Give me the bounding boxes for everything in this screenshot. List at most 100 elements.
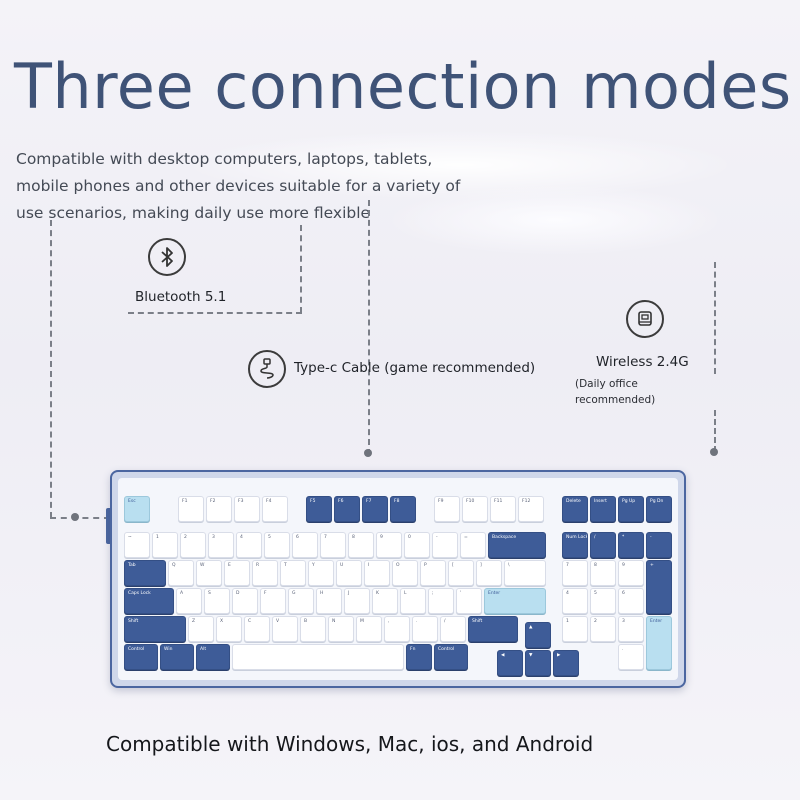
keycap: T [280, 560, 306, 586]
usb-receiver-icon [626, 300, 664, 338]
keycap: 6 [618, 588, 644, 614]
keycap: * [618, 532, 644, 558]
keycap: ~ [124, 532, 150, 558]
keycap: 1 [152, 532, 178, 558]
keycap: J [344, 588, 370, 614]
typec-label: Type-c Cable (game recommended) [294, 360, 536, 376]
keycap: Esc [124, 496, 150, 522]
keycap: Num Lock [562, 532, 588, 558]
keycap: Q [168, 560, 194, 586]
keycap: D [232, 588, 258, 614]
keycap: 7 [562, 560, 588, 586]
keycap: G [288, 588, 314, 614]
connector-dot [364, 449, 372, 457]
connector-line [50, 220, 52, 518]
keycap: = [460, 532, 486, 558]
keycap: - [646, 532, 672, 558]
keycap: \ [504, 560, 546, 586]
keycap: O [392, 560, 418, 586]
description-line: use scenarios, making daily use more fle… [16, 204, 371, 222]
keycap: Pg Dn [646, 496, 672, 522]
keycap: F1 [178, 496, 204, 522]
page-title: Three connection modes [14, 50, 792, 123]
keycap: U [336, 560, 362, 586]
connector-dot [710, 448, 718, 456]
keycap: S [204, 588, 230, 614]
keycap: F3 [234, 496, 260, 522]
connector-dot [71, 513, 79, 521]
keycap: M [356, 616, 382, 642]
keycap: W [196, 560, 222, 586]
wireless-note-line: (Daily office [575, 378, 638, 390]
keycap: Delete [562, 496, 588, 522]
keycap: ] [476, 560, 502, 586]
keycap: / [440, 616, 466, 642]
keycap: + [646, 560, 672, 614]
keycap: 1 [562, 616, 588, 642]
keycap: 3 [618, 616, 644, 642]
keycap: 8 [590, 560, 616, 586]
description: Compatible with desktop computers, lapto… [16, 146, 486, 227]
keycap: Control [124, 644, 158, 670]
wireless-label: Wireless 2.4G [596, 354, 689, 370]
keycap: - [432, 532, 458, 558]
keycap: Win [160, 644, 194, 670]
keycap: F4 [262, 496, 288, 522]
keycap: Tab [124, 560, 166, 586]
keycap: Enter [484, 588, 546, 614]
connector-line [714, 262, 716, 374]
keycap: 2 [590, 616, 616, 642]
keycap: 0 [404, 532, 430, 558]
keycap: Shift [124, 616, 186, 642]
keycap: ▲ [525, 622, 551, 648]
keycap: Fn [406, 644, 432, 670]
keycap: R [252, 560, 278, 586]
keycap: Backspace [488, 532, 546, 558]
keycap: F7 [362, 496, 388, 522]
background-highlight [390, 185, 720, 255]
keycap: N [328, 616, 354, 642]
keycap: F6 [334, 496, 360, 522]
connector-line [128, 312, 302, 314]
keycap: F9 [434, 496, 460, 522]
keycap: Insert [590, 496, 616, 522]
keycap: Control [434, 644, 468, 670]
keycap: ▼ [525, 650, 551, 676]
bluetooth-icon [148, 238, 186, 276]
keycap: 9 [618, 560, 644, 586]
keycap: F2 [206, 496, 232, 522]
keycap: Enter [646, 616, 672, 670]
keycap: Pg Up [618, 496, 644, 522]
keycap: . [618, 644, 644, 670]
connector-line [50, 517, 110, 519]
keycap: [ [448, 560, 474, 586]
bluetooth-label: Bluetooth 5.1 [135, 289, 227, 305]
keycap: 6 [292, 532, 318, 558]
keycap: ▶ [553, 650, 579, 676]
keycap: 8 [348, 532, 374, 558]
keycap: I [364, 560, 390, 586]
keycap: ' [456, 588, 482, 614]
keycap: F10 [462, 496, 488, 522]
keycap: 4 [562, 588, 588, 614]
keycap: Z [188, 616, 214, 642]
keycap: P [420, 560, 446, 586]
keycap: Shift [468, 616, 518, 642]
keycap: H [316, 588, 342, 614]
keycap: C [244, 616, 270, 642]
keycap: 2 [180, 532, 206, 558]
keycap: E [224, 560, 250, 586]
keycap: ◀ [497, 650, 523, 676]
keycap: F8 [390, 496, 416, 522]
keycap [232, 644, 404, 670]
keycap: ; [428, 588, 454, 614]
keycap: . [412, 616, 438, 642]
usb-cable-icon [248, 350, 286, 388]
keycap: B [300, 616, 326, 642]
keycap: A [176, 588, 202, 614]
connector-line [368, 200, 370, 455]
description-line: Compatible with desktop computers, lapto… [16, 150, 433, 168]
wireless-note: (Daily office recommended) [575, 376, 655, 408]
keycap: F11 [490, 496, 516, 522]
description-line: mobile phones and other devices suitable… [16, 177, 461, 195]
